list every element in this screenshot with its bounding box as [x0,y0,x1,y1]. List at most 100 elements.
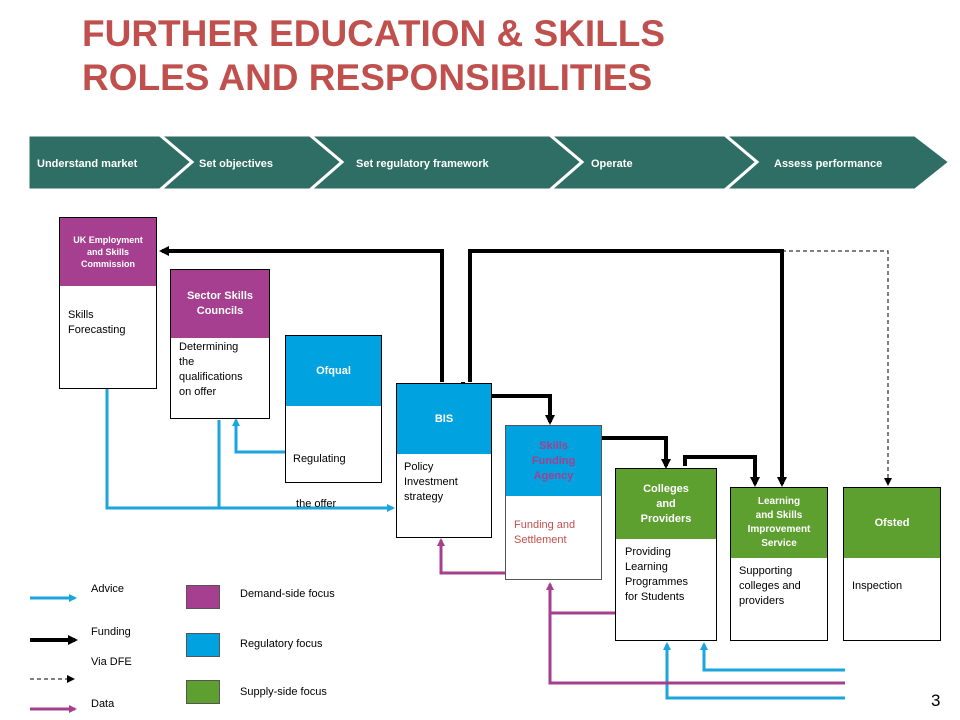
org-header-sfa: Skills Funding Agency [506,426,601,496]
legend-via-dfe-label: Via DFE [91,656,132,668]
org-name-line: Agency [533,469,574,482]
page-number: 3 [931,691,941,710]
org-name-line: Improvement [747,524,811,535]
role-line: strategy [404,491,444,503]
funding-lines [159,246,787,487]
stage-label-set-regulatory-framework: Set regulatory framework [356,158,489,170]
stage-chevron-4 [545,133,760,192]
org-role-ofsted: Inspection [852,579,902,594]
funding-arrow-bis-ukces [159,246,444,382]
org-role-sfa: Funding and Settlement [514,518,575,548]
role-line: Forecasting [68,324,126,336]
role-line: the offer [293,498,337,510]
legend-supply-label: Supply-side focus [240,686,327,698]
process-banner [26,133,953,192]
org-box-ofqual: Ofqual Regulating the offer [285,335,382,510]
stage-label-assess-performance: Assess performance [774,158,883,170]
org-role-ukces: Skills Forecasting [68,308,125,338]
org-name-line: Ofsted [874,517,910,529]
data-arrow-colleges-sfa [546,582,615,615]
funding-arrow-bis-lsis [468,249,787,487]
stage-label-understand-market: Understand market [37,158,138,170]
org-name-line: and [656,497,676,510]
org-header-ssc: Sector Skills Councils [171,270,269,338]
org-header-lsis: Learning and Skills Improvement Service [731,488,827,558]
title-line-1: FURTHER EDUCATION & SKILLS [82,13,666,54]
role-line: Supporting [739,565,793,577]
legend-data-label: Data [91,698,115,710]
org-name-line: Providers [640,512,692,525]
legend-demand-label: Demand-side focus [240,588,335,600]
org-name-line: Commission [80,259,135,269]
org-header-colleges: Colleges and Providers [616,469,716,539]
legend-lines [30,594,78,713]
org-role-colleges: Providing Learning Programmes for Studen… [625,545,688,605]
role-line: Funding and [514,519,576,531]
org-role-ssc: Determining the qualifications on offer [179,340,243,400]
role-line: the [179,356,195,368]
org-name-line: Skills [539,439,568,452]
advice-arrow-to-lsis [700,642,845,672]
role-line: on offer [179,386,217,398]
stage-label-set-objectives: Set objectives [199,158,273,170]
data-arrow-from-right [548,613,845,685]
role-line: Determining [179,341,239,353]
role-line: Learning [625,561,668,573]
advice-arrow-to-colleges [663,642,845,700]
org-role-lsis: Supporting colleges and providers [739,564,801,609]
org-role-bis: Policy Investment strategy [404,460,458,505]
org-header-bis: BIS [397,384,491,454]
org-name-line: UK Employment [73,235,143,245]
data-lines [437,538,845,685]
role-line: Regulating [293,453,346,465]
org-name-line: Sector Skills [186,290,254,302]
org-name-line: BIS [434,413,454,425]
advice-lines [105,388,845,700]
role-line: Programmes [625,576,688,588]
org-box-ukces: UK Employment and Skills Commission Skil… [59,217,157,389]
org-box-lsis: Learning and Skills Improvement Service … [730,487,828,641]
legend-swatch-regulatory [186,633,220,657]
funding-arrow-colleges-lsis [683,455,760,487]
org-name-line: Councils [196,305,244,317]
stage-chevron-5 [720,133,953,192]
advice-arrow-ofqual-ssc [232,418,285,454]
advice-arrow-ukces-bis [105,388,395,512]
org-header-ofqual: Ofqual [286,336,381,406]
org-name-line: Colleges [643,482,689,495]
role-line: providers [739,595,785,607]
org-name-line: Funding [531,454,576,467]
legend-swatch-demand [186,585,220,609]
org-name-line: and Skills [755,510,803,521]
funding-arrow-sfa-colleges [602,436,671,469]
role-line: for Students [625,591,685,603]
role-line: qualifications [179,371,243,383]
org-header-ukces: UK Employment and Skills Commission [60,218,156,286]
org-role-ofqual: Regulating the offer [293,422,346,542]
legend-advice-label: Advice [91,583,125,595]
org-box-colleges: Colleges and Providers Providing Learnin… [615,468,717,641]
role-line: Investment [404,476,458,488]
role-line: Policy [404,461,434,473]
via-dfe-arrow-ofsted [782,250,892,486]
org-box-sfa: Skills Funding Agency Funding and Settle… [505,425,602,580]
page-title: FURTHER EDUCATION & SKILLS ROLES AND RES… [82,12,665,100]
legend-funding-label: Funding [91,626,131,638]
org-name-line: Ofqual [316,365,351,377]
role-line: Settlement [514,534,567,546]
role-line: colleges and [739,580,801,592]
legend-swatch-supply [186,680,220,704]
role-line: Providing [625,546,671,558]
data-arrow-sfa-bis [437,538,505,575]
title-line-2: ROLES AND RESPONSIBILITIES [82,57,653,98]
org-name-line: and Skills [86,247,129,257]
org-box-ssc: Sector Skills Councils Determining the q… [170,269,270,419]
org-header-ofsted: Ofsted [844,488,940,558]
org-name-line: Service [761,538,797,549]
org-box-ofsted: Ofsted Inspection [843,487,941,641]
role-line: Skills [68,309,94,321]
org-name-line: Learning [757,496,801,507]
role-line: Inspection [852,580,903,592]
stage-label-operate: Operate [591,158,633,170]
